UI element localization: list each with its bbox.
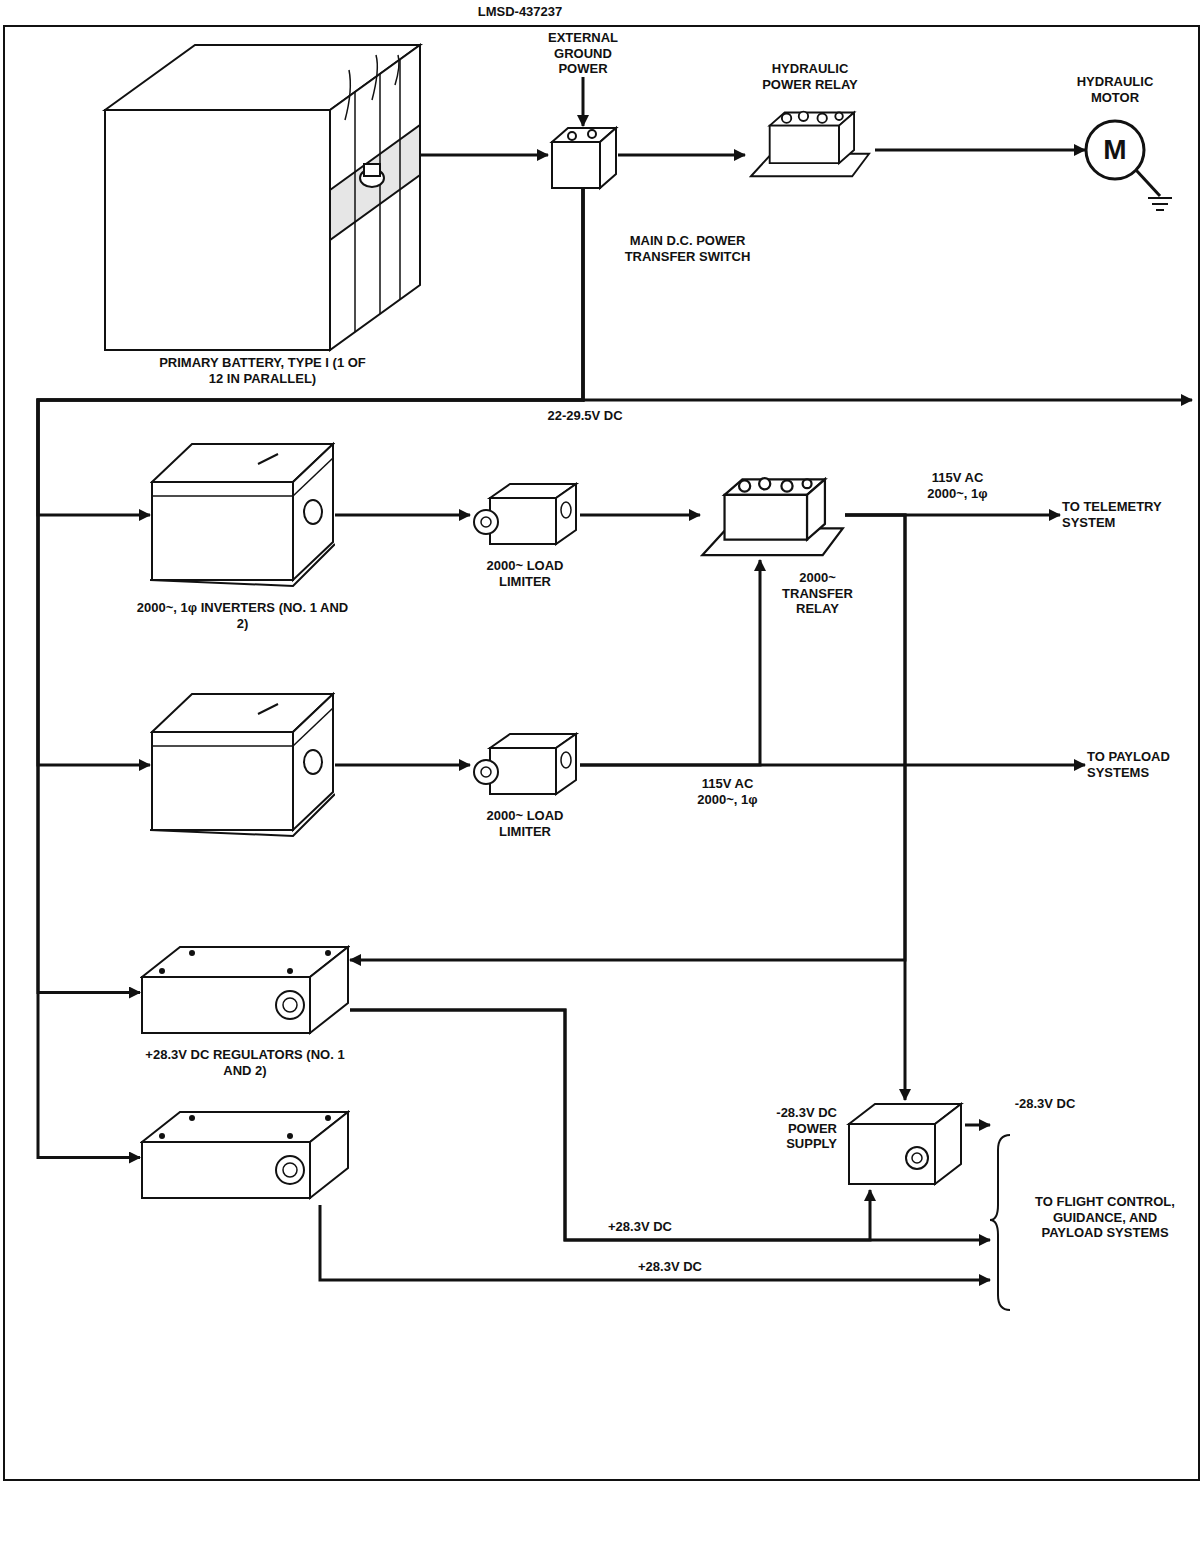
- destination-label: TO PAYLOAD SYSTEMS: [1085, 747, 1190, 782]
- source-label: EXTERNAL GROUND POWER: [528, 30, 638, 77]
- destination-text: TO TELEMETRY SYSTEM: [1060, 497, 1190, 532]
- bus-voltage-label: 22-29.5V DC: [530, 408, 640, 424]
- component-caption: 2000~ LOAD LIMITER: [470, 558, 580, 589]
- bracket: [990, 1135, 1010, 1310]
- power-connector: [580, 560, 760, 765]
- inverter: [150, 690, 335, 840]
- power-connector: [335, 764, 470, 767]
- relay-illustration: [751, 112, 869, 177]
- hydraulic-motor: HYDRAULIC MOTORM: [1085, 120, 1145, 180]
- voltage-label: -28.3V DC: [1000, 1096, 1090, 1112]
- regulator: [140, 1110, 350, 1205]
- power-connector: [350, 515, 905, 960]
- transfer-relay: 2000~ TRANSFER RELAY: [700, 470, 845, 560]
- voltage-label: +28.3V DC: [620, 1259, 720, 1275]
- power-connector: [38, 188, 583, 765]
- inverter-illustration: [150, 694, 335, 836]
- regulator-illustration: [142, 947, 348, 1033]
- power-connector: [420, 154, 548, 157]
- component-caption: MAIN D.C. POWER TRANSFER SWITCH: [620, 233, 755, 264]
- component-caption: 2000~ TRANSFER RELAY: [770, 570, 865, 617]
- figure-frame: [4, 26, 1199, 1480]
- load-limiter: 2000~ LOAD LIMITER: [470, 480, 580, 550]
- component-caption: HYDRAULIC MOTOR: [1065, 74, 1165, 105]
- power-relay: HYDRAULIC POWER RELAY: [745, 105, 875, 180]
- load-limiter-illustration: [474, 484, 576, 544]
- voltage-label: 115V AC 2000~, 1φ: [680, 776, 775, 807]
- power-supply: -28.3V DC POWER SUPPLY: [845, 1100, 965, 1190]
- destination-text: TO FLIGHT CONTROL, GUIDANCE, AND PAYLOAD…: [990, 1115, 1190, 1320]
- destination-text: TO PAYLOAD SYSTEMS: [1085, 747, 1190, 782]
- symbol-letter: M: [1085, 120, 1145, 180]
- power-connector: [618, 154, 745, 157]
- voltage-label: 115V AC 2000~, 1φ: [915, 470, 1000, 501]
- power-connector: [580, 514, 700, 517]
- voltage-label: +28.3V DC: [590, 1219, 690, 1235]
- power-supply-illustration: [849, 1104, 961, 1184]
- battery-unit: PRIMARY BATTERY, TYPE I (1 OF 12 IN PARA…: [105, 45, 420, 350]
- inverter-illustration: [150, 444, 335, 586]
- relay-illustration: [702, 478, 843, 555]
- power-connector: [335, 514, 470, 517]
- component-caption: 2000~, 1φ INVERTERS (NO. 1 AND 2): [135, 600, 350, 631]
- drawing-number: LMSD-437237: [420, 4, 620, 20]
- power-connector: [350, 1010, 870, 1240]
- power-connector: [350, 1010, 990, 1240]
- component-caption: 2000~ LOAD LIMITER: [470, 808, 580, 839]
- power-connector: [580, 764, 1085, 767]
- component-caption: -28.3V DC POWER SUPPLY: [737, 1105, 837, 1152]
- power-connector: [38, 188, 583, 515]
- component-caption: HYDRAULIC POWER RELAY: [750, 61, 870, 92]
- motor-illustration: [1086, 121, 1172, 210]
- dc-bus-extension: [583, 399, 1192, 402]
- transfer-switch: MAIN D.C. POWER TRANSFER SWITCH: [548, 128, 618, 188]
- load-limiter: 2000~ LOAD LIMITER: [470, 730, 580, 800]
- load-limiter-illustration: [474, 734, 576, 794]
- power-connector: [38, 188, 583, 1158]
- component-caption: TO FLIGHT CONTROL, GUIDANCE, AND PAYLOAD…: [1035, 1115, 1175, 1320]
- transfer-switch-illustration: [552, 128, 616, 188]
- component-caption: +28.3V DC REGULATORS (NO. 1 AND 2): [135, 1047, 355, 1078]
- power-connector: [320, 1205, 990, 1280]
- destination-label: TO TELEMETRY SYSTEM: [1060, 497, 1190, 532]
- regulator: +28.3V DC REGULATORS (NO. 1 AND 2): [140, 945, 350, 1040]
- power-connector: [875, 149, 1085, 152]
- power-connector: [965, 1124, 990, 1127]
- battery-illustration: [105, 45, 420, 350]
- component-caption: PRIMARY BATTERY, TYPE I (1 OF 12 IN PARA…: [155, 355, 370, 386]
- inverter: 2000~, 1φ INVERTERS (NO. 1 AND 2): [150, 440, 335, 590]
- regulator-illustration: [142, 1112, 348, 1198]
- power-connector: [38, 188, 583, 993]
- power-connector: [845, 515, 905, 1100]
